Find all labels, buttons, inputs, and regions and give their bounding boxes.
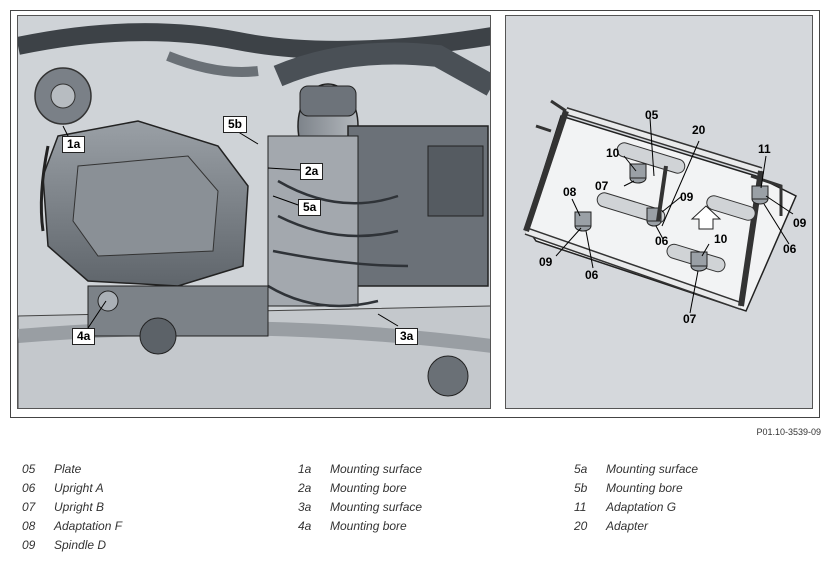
label-08: 08 xyxy=(563,185,577,199)
callout-3a: 3a xyxy=(395,328,419,345)
legend-code: 20 xyxy=(574,519,588,533)
legend-item: 05 Plate xyxy=(22,460,122,479)
label-06-right: 06 xyxy=(783,242,797,256)
legend-item: 5a Mounting surface xyxy=(574,460,698,479)
legend-code: 4a xyxy=(298,519,312,533)
legend-text: Mounting surface xyxy=(330,462,423,476)
legend-text: Upright A xyxy=(54,481,104,495)
legend-code: 05 xyxy=(22,462,36,476)
legend-item: 11 Adaptation G xyxy=(574,498,698,517)
label-09-mid: 09 xyxy=(680,190,694,204)
callout-2a: 2a xyxy=(300,163,324,180)
legend-item: 08 Adaptation F xyxy=(22,517,122,536)
label-07-bottom: 07 xyxy=(683,312,697,326)
legend-text: Adaptation F xyxy=(54,519,123,533)
legend-code: 06 xyxy=(22,481,36,495)
legend-text: Plate xyxy=(54,462,82,476)
legend-item: 1a Mounting surface xyxy=(298,460,422,479)
legend-text: Mounting bore xyxy=(330,481,407,495)
legend-item: 06 Upright A xyxy=(22,479,122,498)
legend-code: 5a xyxy=(574,462,588,476)
fixture-drawing xyxy=(523,99,797,314)
label-09-right: 09 xyxy=(793,216,807,230)
legend-code: 11 xyxy=(574,500,587,514)
legend-text: Mounting surface xyxy=(330,500,423,514)
legend-item: 5b Mounting bore xyxy=(574,479,698,498)
label-07-top: 07 xyxy=(595,179,609,193)
callout-5a: 5a xyxy=(298,199,322,216)
engine-illustration: 1a 5b 2a 5a 4a 3a xyxy=(17,15,491,409)
engine-drawing xyxy=(18,16,490,408)
figure-reference: P01.10-3539-09 xyxy=(756,427,821,437)
legend-item: 4a Mounting bore xyxy=(298,517,422,536)
callout-5b: 5b xyxy=(223,116,248,133)
legend-code: 5b xyxy=(574,481,588,495)
legend-item: 20 Adapter xyxy=(574,517,698,536)
legend-code: 1a xyxy=(298,462,312,476)
legend-code: 07 xyxy=(22,500,36,514)
legend-item: 3a Mounting surface xyxy=(298,498,422,517)
legend-text: Upright B xyxy=(54,500,105,514)
legend-text: Spindle D xyxy=(54,538,107,552)
label-10-right: 10 xyxy=(714,232,728,246)
legend-code: 3a xyxy=(298,500,312,514)
legend-code: 09 xyxy=(22,538,36,552)
label-11: 11 xyxy=(758,142,771,156)
legend-item: 09 Spindle D xyxy=(22,536,122,555)
legend-text: Mounting bore xyxy=(330,519,407,533)
label-09-left: 09 xyxy=(539,255,553,269)
legend-item: 2a Mounting bore xyxy=(298,479,422,498)
label-06-mid: 06 xyxy=(655,234,669,248)
callout-1a: 1a xyxy=(62,136,86,153)
callout-4a: 4a xyxy=(72,328,96,345)
label-06-left: 06 xyxy=(585,268,599,282)
label-20: 20 xyxy=(692,123,706,137)
label-05: 05 xyxy=(645,108,659,122)
legend-item: 07 Upright B xyxy=(22,498,122,517)
fixture-illustration: 05 20 10 07 08 11 09 06 10 09 06 07 06 0… xyxy=(505,15,813,409)
legend-code: 08 xyxy=(22,519,36,533)
legend-text: Adaptation G xyxy=(606,500,677,514)
legend-text: Adapter xyxy=(606,519,649,533)
legend-text: Mounting surface xyxy=(606,462,699,476)
legend-code: 2a xyxy=(298,481,312,495)
legend-text: Mounting bore xyxy=(606,481,683,495)
label-10-top: 10 xyxy=(606,146,620,160)
legend-column-1: 05 Plate 06 Upright A 07 Upright B 08 Adapta… xyxy=(22,460,122,555)
